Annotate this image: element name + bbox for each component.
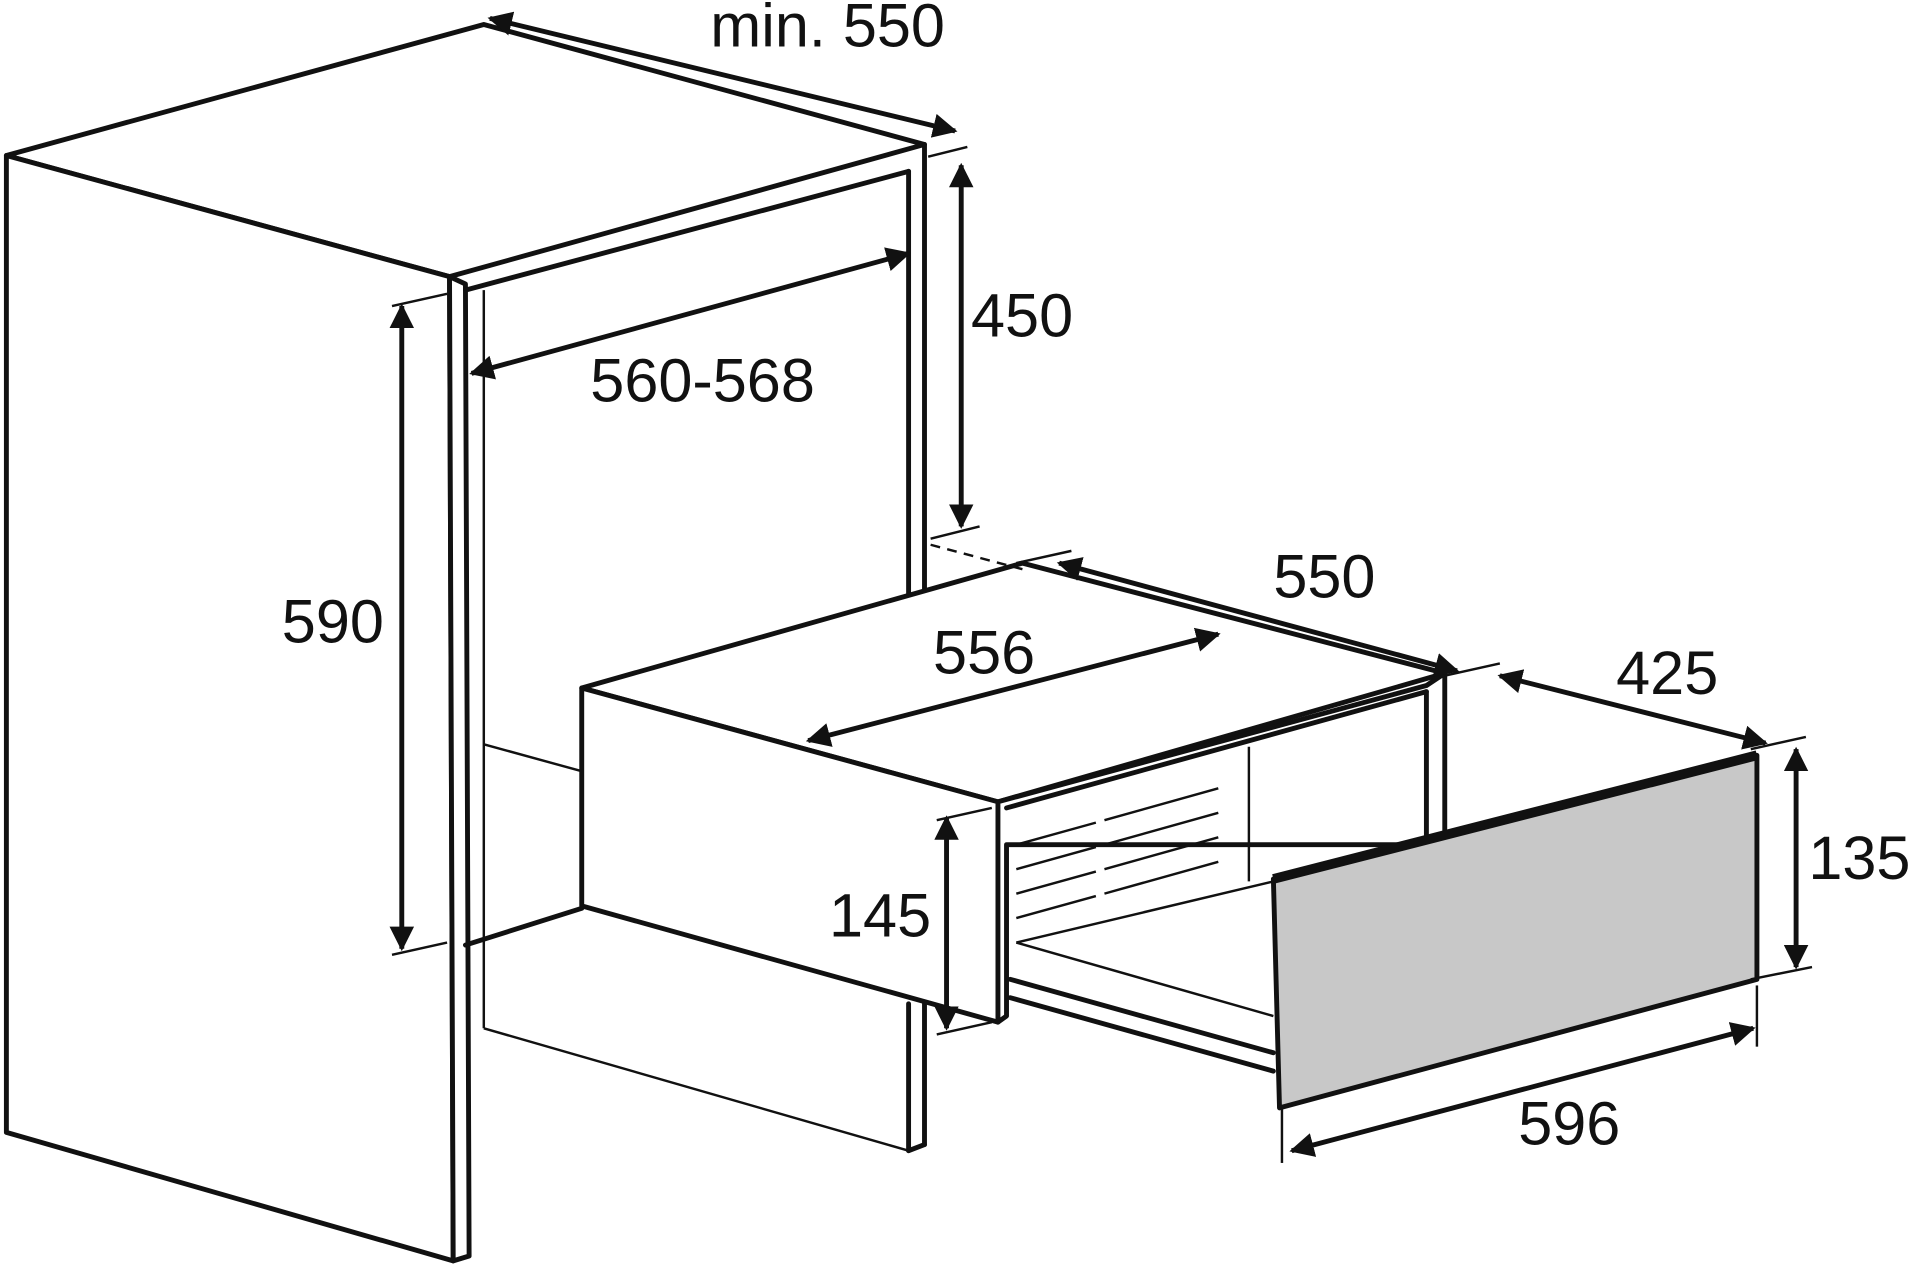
label-niche-width: 560-568 — [590, 347, 815, 415]
label-front-width: 596 — [1518, 1090, 1620, 1158]
label-unit-depth: 550 — [1273, 542, 1375, 610]
label-front-height: 135 — [1808, 824, 1910, 892]
dimension-lines — [389, 11, 1813, 1163]
vent-grille — [1015, 787, 1219, 920]
label-unit-width: 556 — [933, 618, 1035, 686]
label-niche-height: 590 — [282, 588, 384, 656]
label-cabinet-depth: min. 550 — [710, 0, 945, 60]
label-unit-height: 145 — [829, 881, 931, 949]
label-niche-height-upper: 450 — [971, 282, 1073, 350]
label-drawer-extension: 425 — [1616, 639, 1718, 707]
